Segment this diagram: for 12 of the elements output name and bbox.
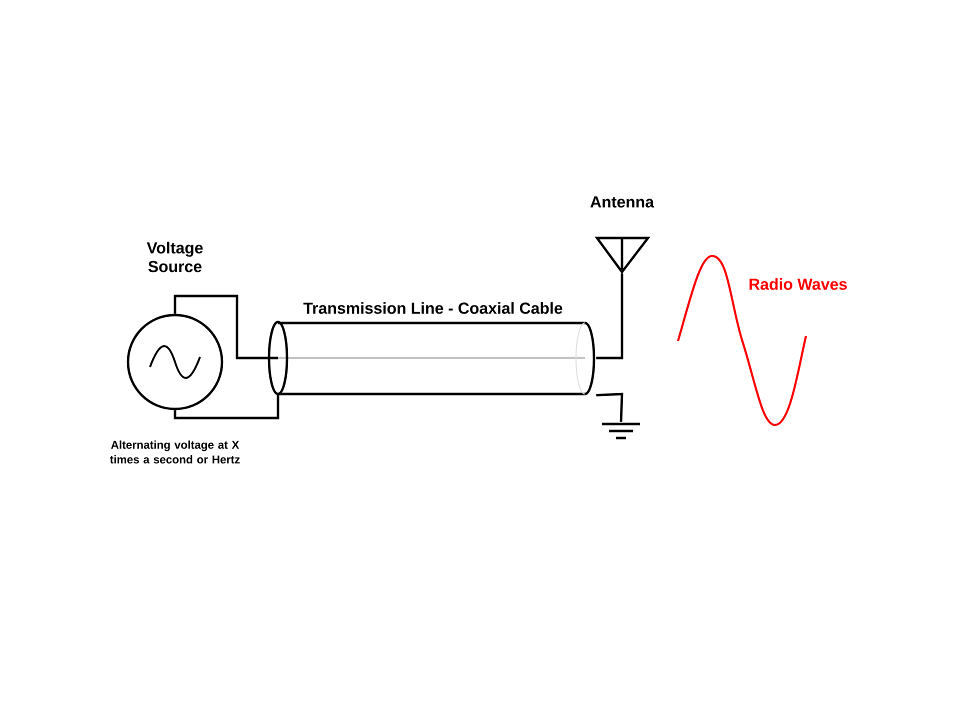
voltage-source <box>126 314 224 410</box>
ground-symbol <box>600 422 642 440</box>
wire <box>174 294 278 360</box>
wave-label: Radio Waves <box>750 278 847 290</box>
source-caption: Alternating voltage at X times a second or Hertz <box>110 440 240 464</box>
cable-label: Transmission Line - Coaxial Cable <box>303 302 562 314</box>
wire <box>596 392 624 422</box>
wire <box>596 274 624 360</box>
source-label: Voltage Source <box>146 242 203 272</box>
antenna-symbol <box>596 236 650 274</box>
antenna-label: Antenna <box>590 196 654 208</box>
wire <box>174 394 280 420</box>
